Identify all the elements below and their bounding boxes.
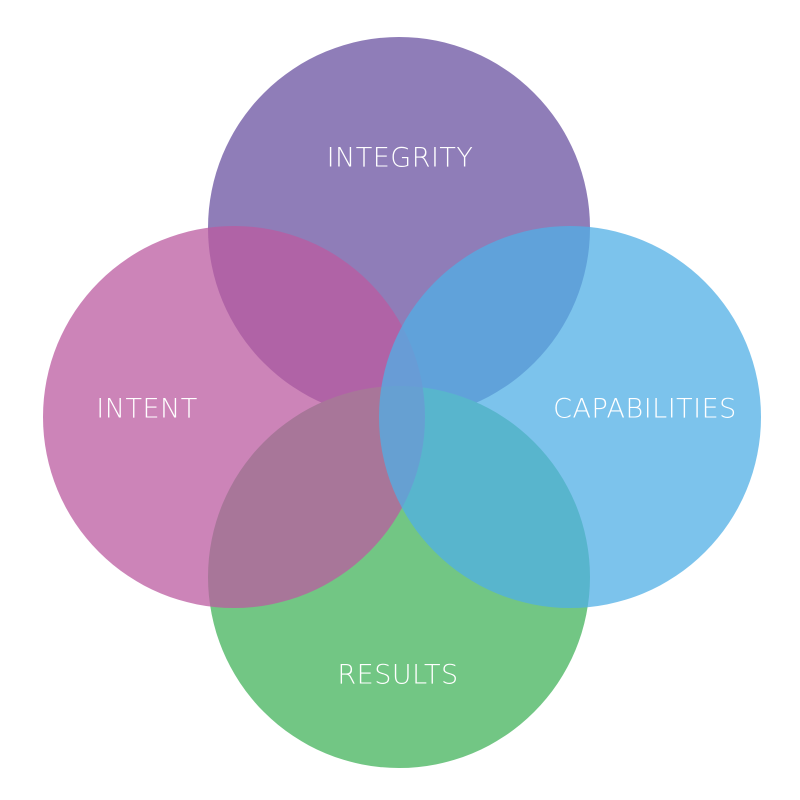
label-integrity: INTEGRITY (326, 142, 474, 174)
label-capabilities: CAPABILITIES (553, 393, 737, 425)
label-results: RESULTS (337, 659, 459, 691)
label-intent: INTENT (96, 393, 198, 425)
circle-capabilities (379, 226, 761, 608)
circle-intent (43, 226, 425, 608)
